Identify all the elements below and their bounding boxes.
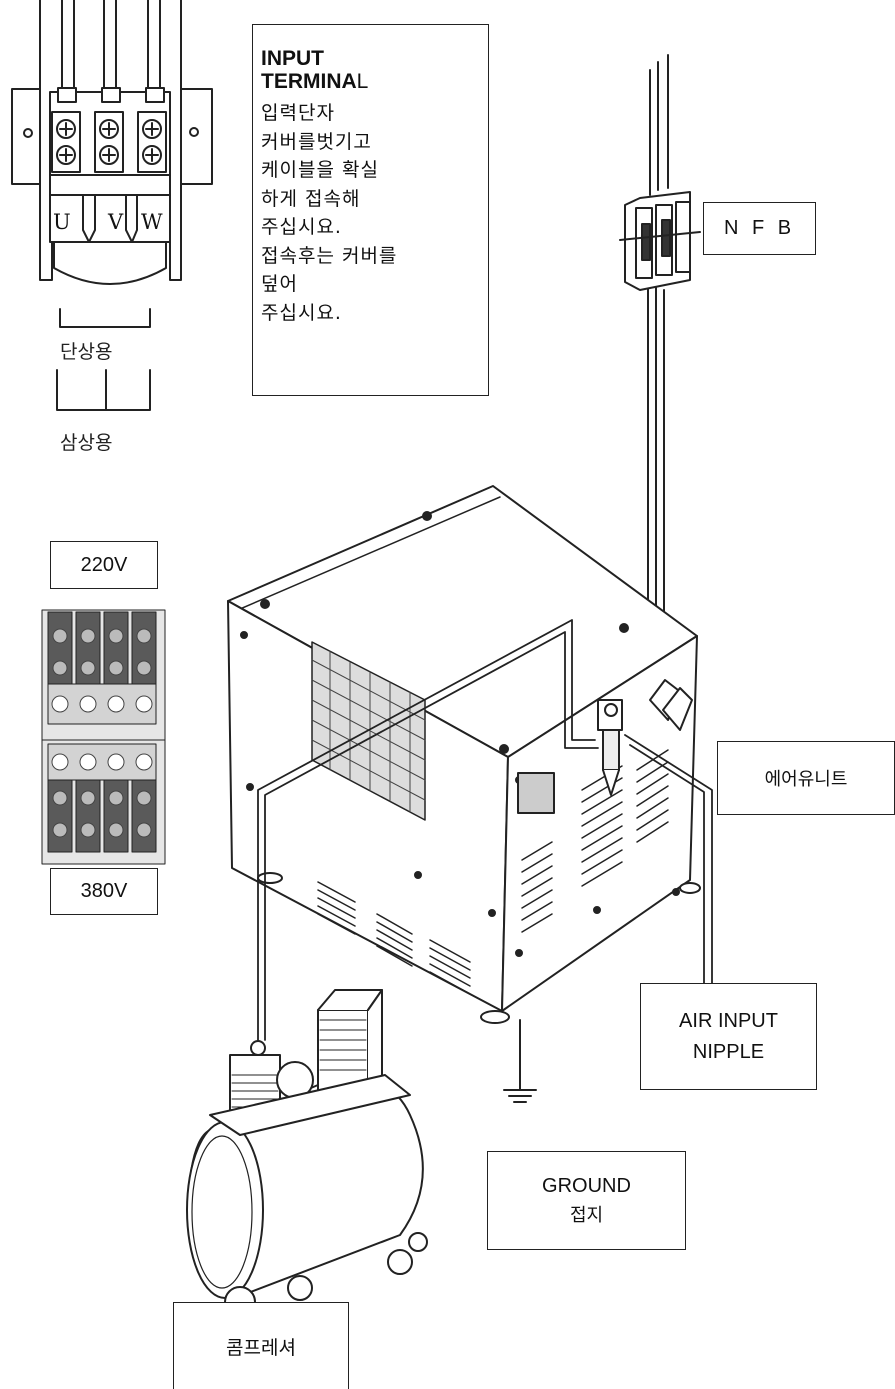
input-terminal-title-line1: INPUT	[261, 47, 324, 70]
voltage-380v-label: 380V	[50, 868, 158, 915]
ground-line1: GROUND	[542, 1174, 631, 1197]
instruction-line: 접속후는 커버를	[261, 244, 398, 267]
input-terminal-instructions: 입력단자 커버를벗기고 케이블을 확실 하게 접속해 주십시요. 접속후는 커버…	[261, 99, 488, 327]
terminal-letter-u: U	[53, 210, 71, 234]
ground-line2: 접지	[569, 1204, 604, 1226]
compressor	[186, 989, 428, 1318]
ground-label: GROUND 접지	[487, 1151, 686, 1250]
instruction-line: 하게 접속해	[261, 187, 361, 210]
instruction-line: 커버를벗기고	[261, 130, 372, 153]
ground-symbol	[503, 1019, 537, 1103]
input-terminal-callout: INPUT TERMINAL 입력단자 커버를벗기고 케이블을 확실 하게 접속…	[252, 24, 489, 396]
instruction-line: 주십시요.	[261, 301, 342, 324]
input-terminal-title-bold: TERMINA	[261, 70, 357, 93]
voltage-220v-label: 220V	[50, 541, 158, 589]
terminal-block	[11, 0, 213, 411]
nfb-label: N F B	[703, 202, 816, 255]
terminal-letter-v: V	[108, 210, 124, 234]
air-input-nipple-label: AIR INPUT NIPPLE	[640, 983, 817, 1090]
terminal-letter-w: W	[141, 210, 163, 234]
input-terminal-title-line2: TERMINAL	[261, 70, 488, 93]
compressor-label: 콤프레셔	[173, 1302, 349, 1389]
input-terminal-title-tail: L	[356, 70, 369, 93]
terminal-strip-380v	[41, 739, 166, 865]
nfb-breaker	[619, 54, 701, 711]
instruction-line: 주십시요.	[261, 216, 342, 238]
instruction-line: 케이블을 확실	[261, 159, 379, 181]
air-input-line1: AIR INPUT	[679, 1009, 778, 1032]
three-phase-label: 삼상용	[60, 432, 113, 454]
welder-cabinet	[227, 485, 701, 1024]
instruction-line: 덮어	[261, 273, 298, 295]
terminal-strip-220v	[41, 609, 166, 741]
single-phase-label: 단상용	[60, 341, 113, 363]
air-unit	[597, 699, 623, 796]
instruction-line: 입력단자	[261, 102, 335, 124]
air-unit-label: 에어유니트	[717, 741, 895, 815]
air-input-line2: NIPPLE	[692, 1040, 765, 1063]
